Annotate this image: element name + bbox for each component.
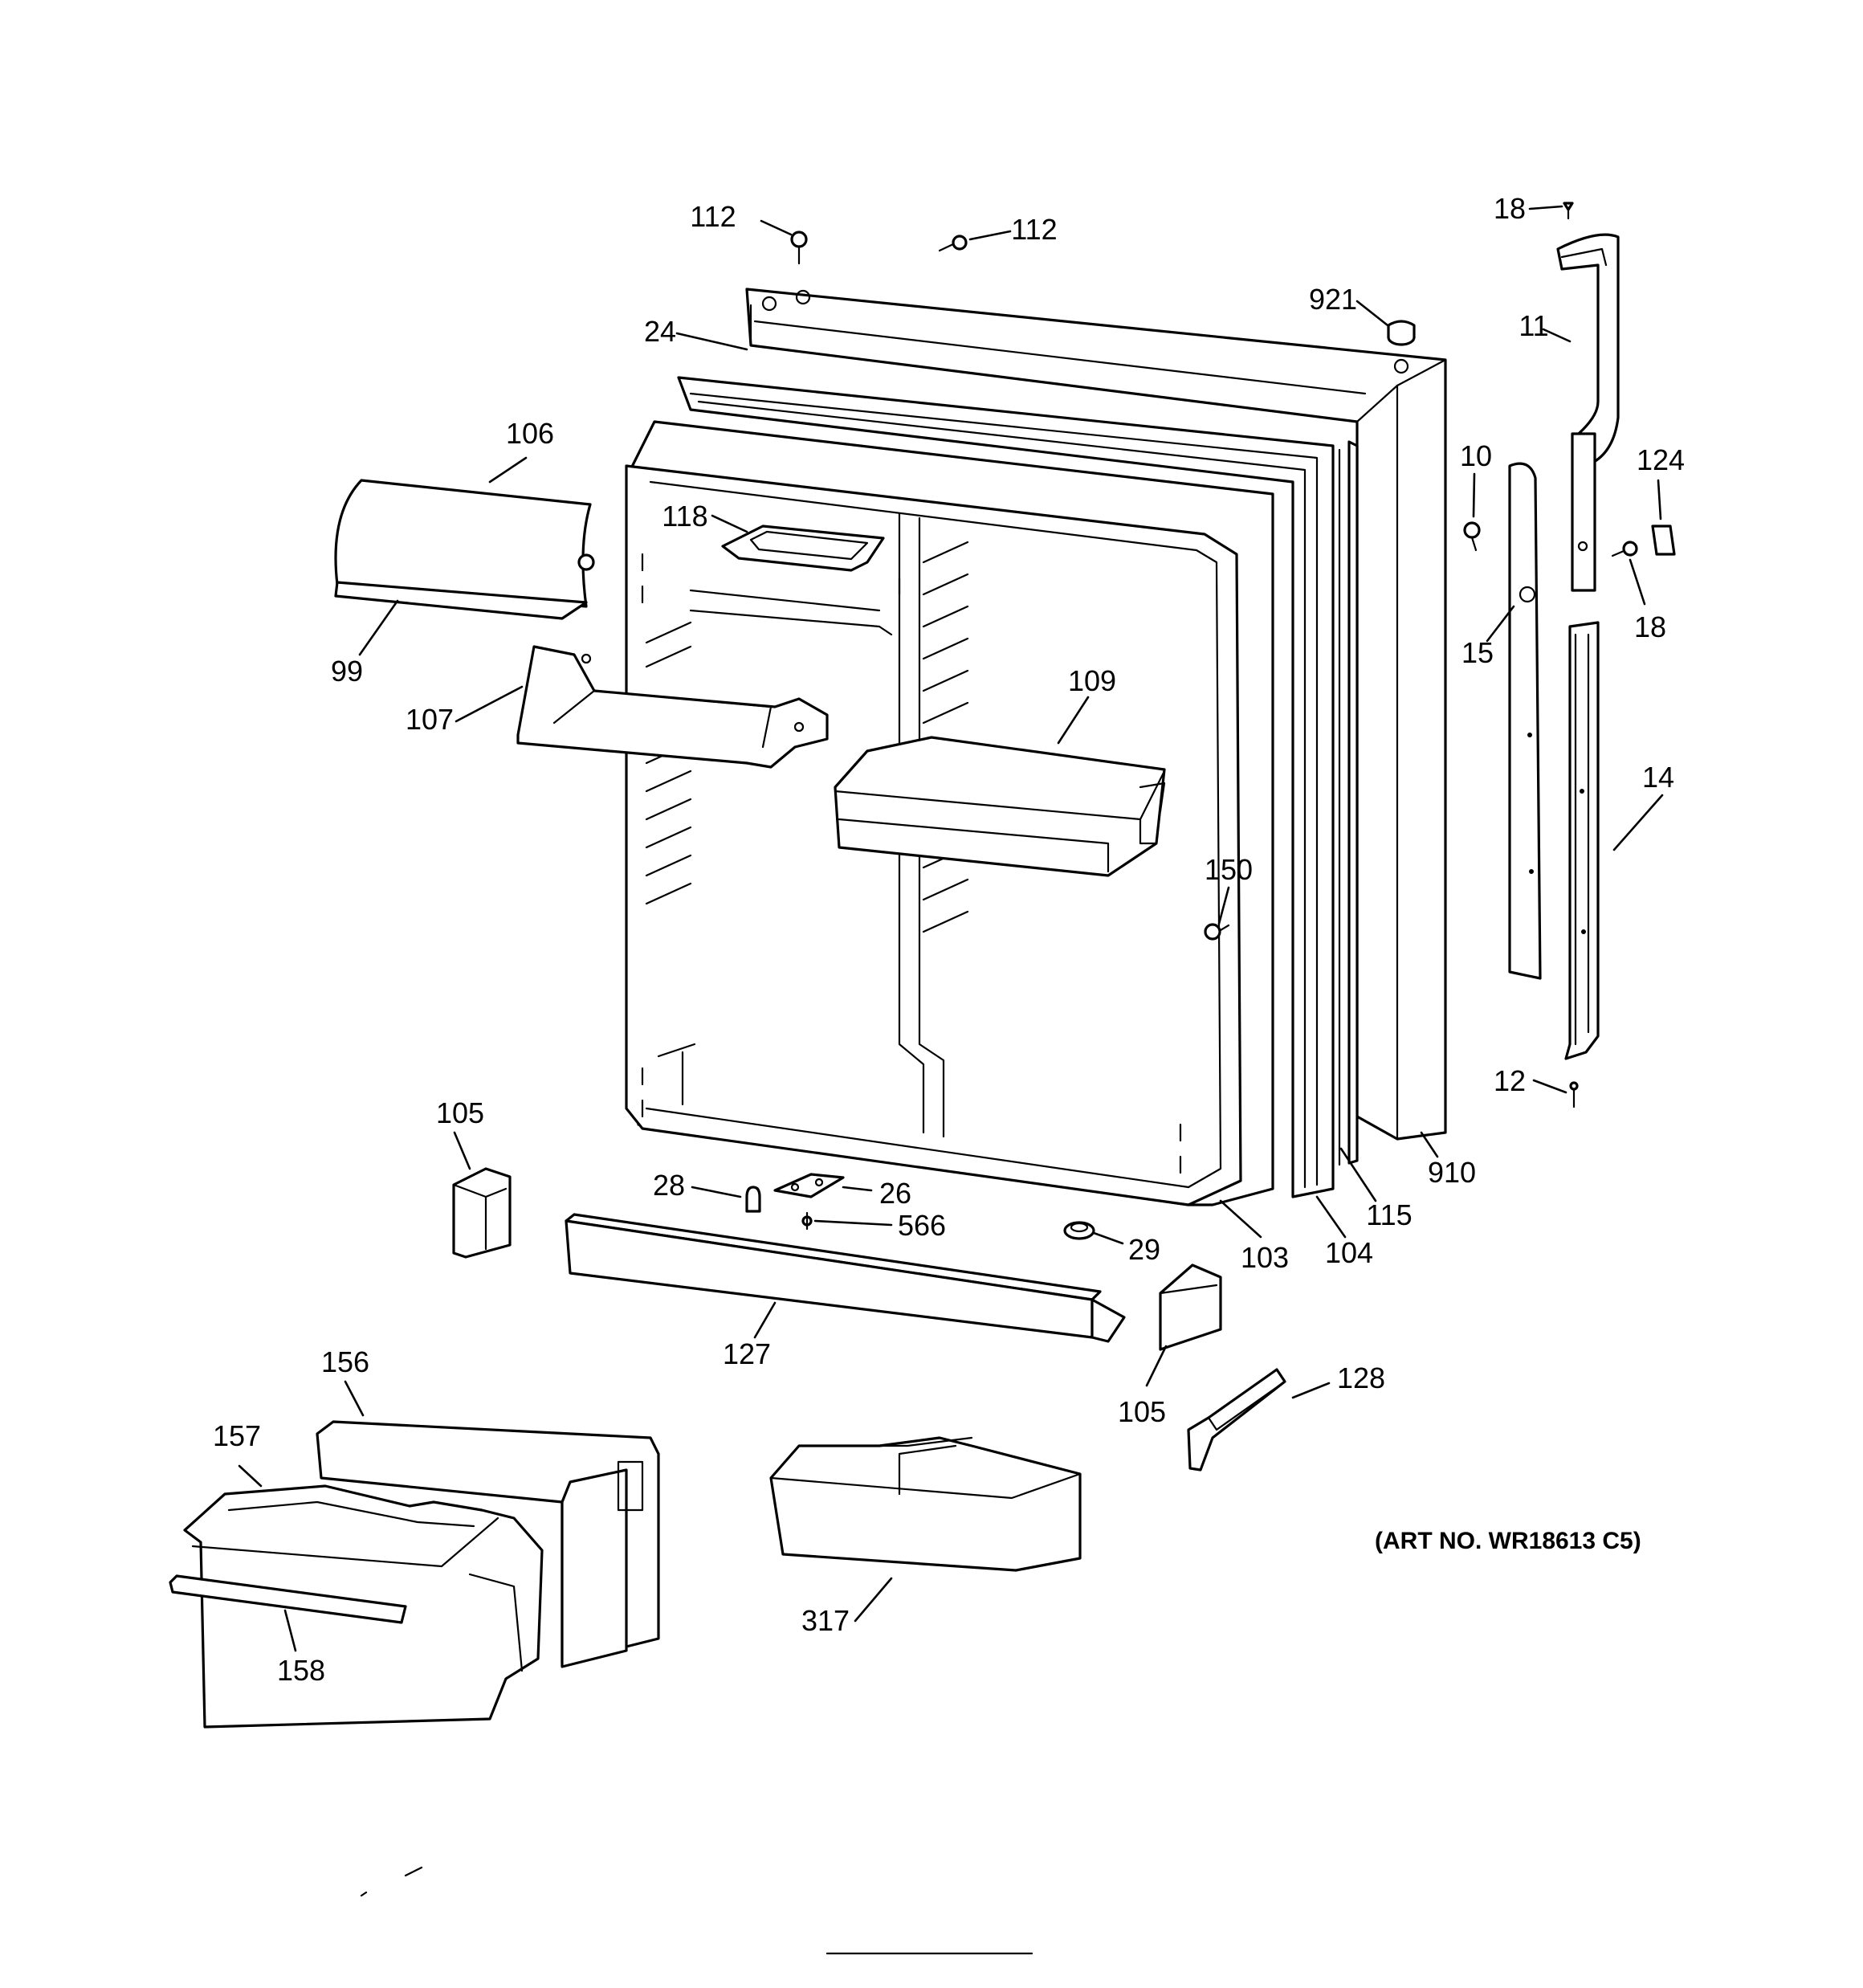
block-124 xyxy=(1651,525,1676,556)
screw-18-mid xyxy=(1611,541,1638,557)
leader-lines xyxy=(238,205,1664,1652)
callout-105b: 105 xyxy=(1118,1395,1166,1428)
callout-24: 24 xyxy=(644,315,676,348)
callout-10: 10 xyxy=(1460,439,1492,472)
handle-158 xyxy=(169,1574,407,1624)
screw-150 xyxy=(1204,923,1230,941)
callout-112b: 112 xyxy=(1011,213,1057,246)
bottom-cap-127 xyxy=(565,1213,1126,1343)
door-gasket xyxy=(677,376,1335,1198)
hinge-plate-26 xyxy=(773,1173,845,1198)
bin-128 xyxy=(1187,1368,1286,1472)
callout-104: 104 xyxy=(1325,1236,1373,1269)
callout-156: 156 xyxy=(321,1345,369,1378)
door-bin-109 xyxy=(834,736,1166,877)
support-105-left xyxy=(452,1167,512,1259)
callout-109: 109 xyxy=(1068,664,1116,697)
callout-labels: 112 112 18 921 24 11 106 10 124 118 18 9… xyxy=(213,192,1685,1687)
callout-317: 317 xyxy=(801,1604,850,1637)
basket-317 xyxy=(769,1436,1082,1572)
trim-15 xyxy=(1508,462,1542,980)
callout-29: 29 xyxy=(1128,1233,1160,1266)
callout-128: 128 xyxy=(1337,1361,1385,1394)
rail-14 xyxy=(1564,621,1600,1060)
callout-14: 14 xyxy=(1642,761,1674,794)
callout-15: 15 xyxy=(1461,636,1494,669)
callout-124: 124 xyxy=(1637,443,1685,476)
screw-112-right xyxy=(938,235,968,252)
callout-921: 921 xyxy=(1309,283,1357,316)
callout-566: 566 xyxy=(898,1209,946,1242)
door-shelf-107 xyxy=(516,645,829,769)
callout-157: 157 xyxy=(213,1419,261,1452)
callout-99: 99 xyxy=(331,655,363,688)
tray-118 xyxy=(721,525,885,572)
callout-910: 910 xyxy=(1428,1156,1476,1189)
grommet-29 xyxy=(1063,1221,1095,1240)
outer-door-panel xyxy=(745,288,1447,1141)
callout-112a: 112 xyxy=(690,200,736,233)
support-105-right xyxy=(1159,1263,1222,1351)
callout-118: 118 xyxy=(662,500,707,533)
callout-28: 28 xyxy=(653,1169,685,1202)
screw-10 xyxy=(1463,521,1481,552)
plug-921 xyxy=(1387,320,1416,346)
door-handle xyxy=(1556,233,1620,592)
callout-158: 158 xyxy=(277,1654,325,1687)
screw-112-left xyxy=(790,231,808,265)
callout-105a: 105 xyxy=(436,1096,484,1129)
callout-26: 26 xyxy=(879,1177,911,1210)
butter-bin xyxy=(334,479,595,620)
callout-127: 127 xyxy=(723,1337,771,1370)
callout-106: 106 xyxy=(506,417,554,450)
crisper-156 xyxy=(316,1420,660,1668)
screw-18-top xyxy=(1563,202,1574,220)
callout-115: 115 xyxy=(1366,1198,1412,1231)
callout-150: 150 xyxy=(1205,853,1253,886)
art-number: (ART NO. WR18613 C5) xyxy=(1375,1528,1641,1554)
callout-107: 107 xyxy=(406,703,454,736)
callout-18a: 18 xyxy=(1494,192,1526,225)
callout-12: 12 xyxy=(1494,1064,1526,1097)
screw-12 xyxy=(1569,1081,1579,1108)
door-breaker xyxy=(1338,440,1359,1166)
pin-28 xyxy=(745,1186,761,1213)
callout-11: 11 xyxy=(1519,309,1548,342)
screw-566 xyxy=(801,1211,813,1231)
callout-18b: 18 xyxy=(1634,610,1666,643)
callout-103: 103 xyxy=(1241,1241,1289,1274)
